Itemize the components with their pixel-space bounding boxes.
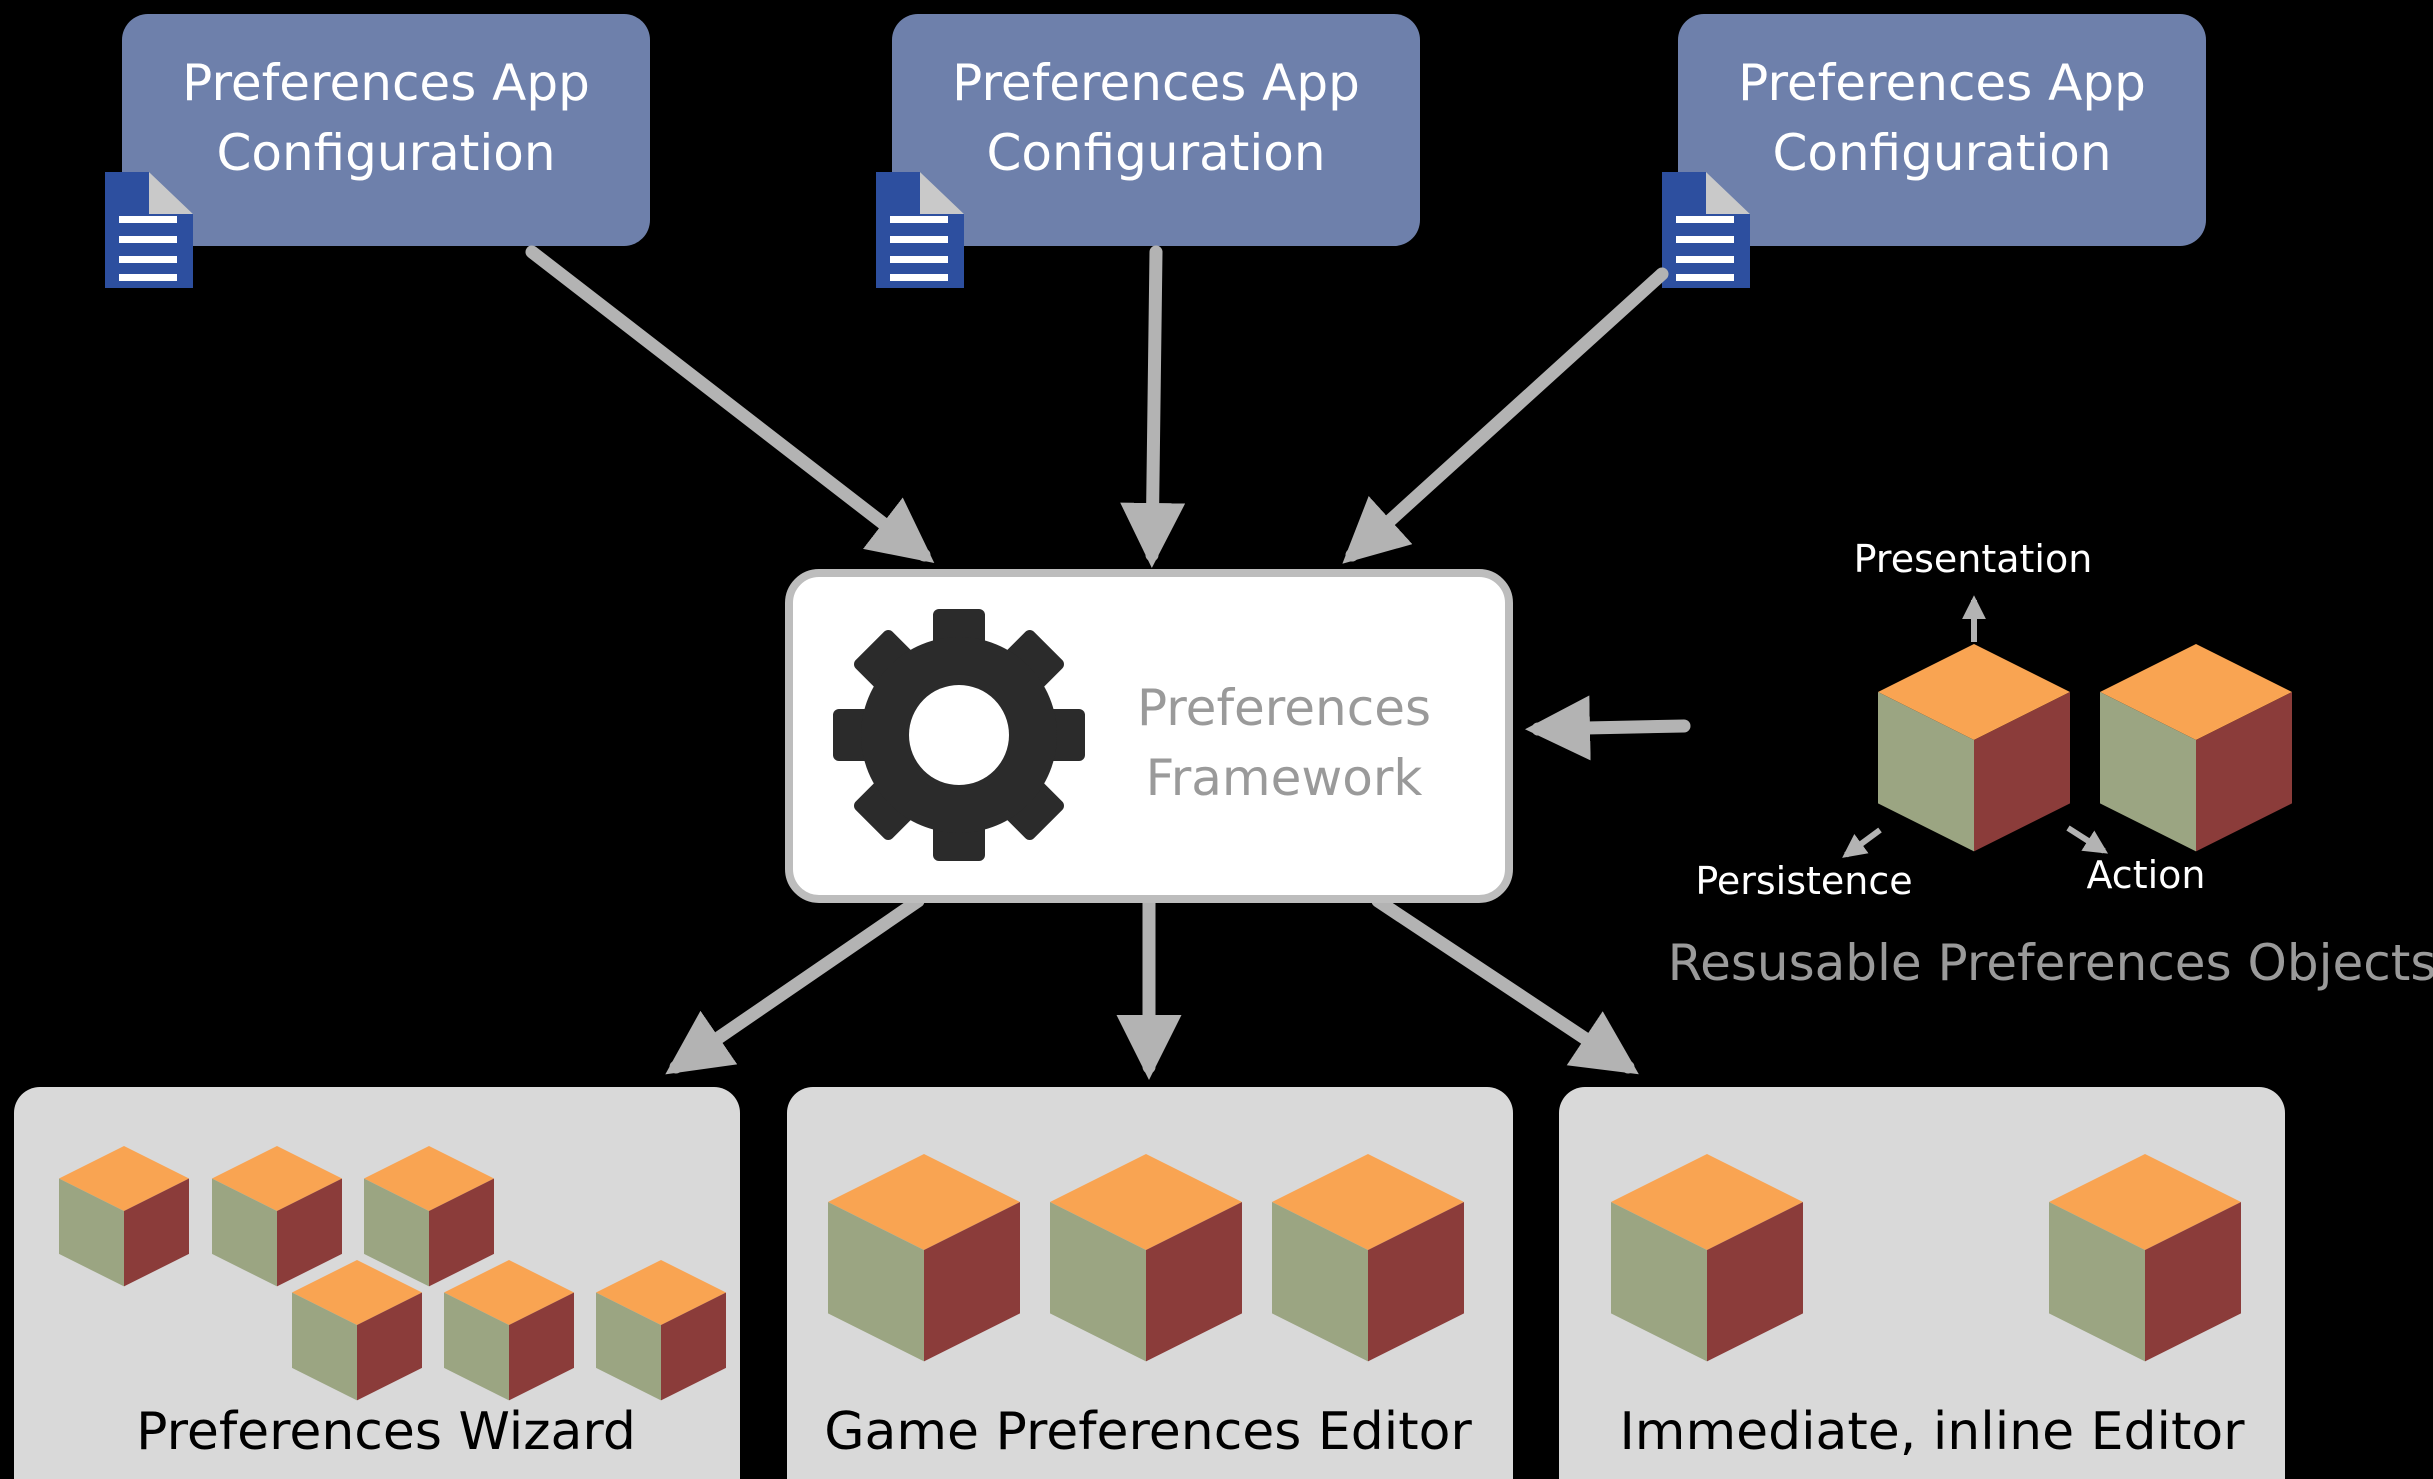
editor-label: Game Preferences Editor [824, 1402, 1472, 1462]
persistence-arrow [1842, 827, 1882, 858]
cube-icon [2100, 644, 2292, 852]
editor-panel-wizard: Preferences Wizard [14, 1087, 740, 1479]
arrow [525, 245, 935, 563]
config-box-title: Preferences App [952, 54, 1360, 112]
config-box-title: Preferences App [182, 54, 590, 112]
config-box: Preferences App Configuration [1662, 14, 2206, 288]
config-box-subtitle: Configuration [986, 124, 1325, 182]
arrow [1342, 267, 1669, 564]
cube-icon [1878, 644, 2070, 852]
arrow [1371, 894, 1639, 1075]
editor-label: Immediate, inline Editor [1619, 1402, 2245, 1462]
config-box: Preferences App Configuration [876, 14, 1420, 288]
config-box: Preferences App Configuration [105, 14, 650, 288]
reusable-objects-caption: Resusable Preferences Objects [1668, 934, 2433, 992]
editor-panel-game: Game Preferences Editor [787, 1087, 1513, 1479]
framework-title: Preferences [1137, 679, 1431, 737]
arrow [665, 894, 925, 1075]
editor-label: Preferences Wizard [136, 1402, 636, 1462]
config-box-title: Preferences App [1738, 54, 2146, 112]
gear-icon [833, 609, 1085, 861]
action-label: Action [2086, 853, 2205, 897]
persistence-label: Persistence [1695, 859, 1912, 903]
config-box-subtitle: Configuration [1772, 124, 2111, 182]
presentation-label: Presentation [1854, 537, 2093, 581]
framework-box: Preferences Framework [785, 569, 1513, 903]
editor-panel-inline: Immediate, inline Editor [1559, 1087, 2285, 1479]
action-arrow [2066, 825, 2109, 854]
config-box-subtitle: Configuration [216, 124, 555, 182]
arrow [1120, 245, 1186, 568]
arrow [1525, 695, 1691, 761]
framework-subtitle: Framework [1146, 749, 1423, 807]
reusable-objects: Presentation Persistence Action Resusabl… [1668, 537, 2433, 992]
